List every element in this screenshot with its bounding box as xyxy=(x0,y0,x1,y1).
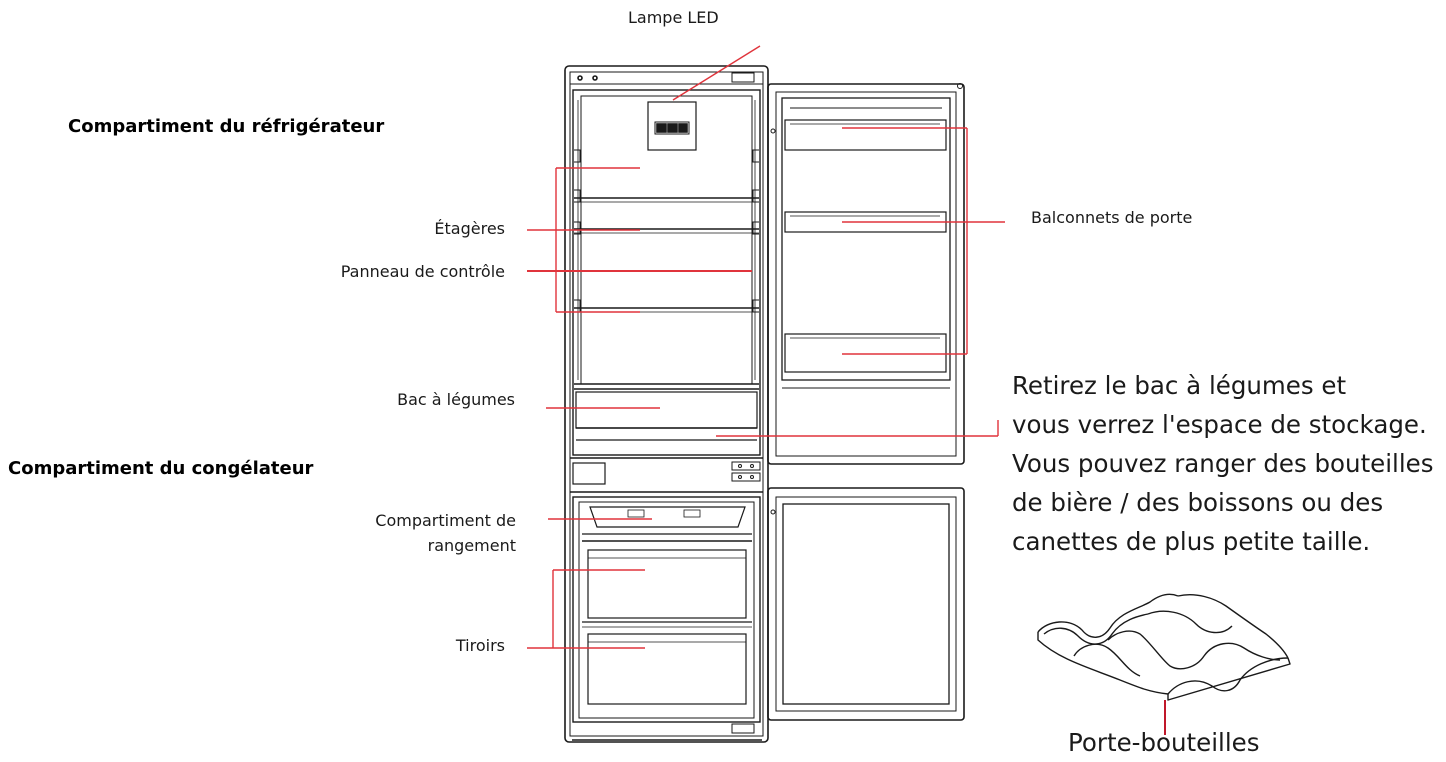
storage-note-line: Retirez le bac à légumes et xyxy=(1012,371,1347,400)
vegetable-drawer-label: Bac à légumes xyxy=(397,390,515,409)
fridge-compartment-label: Compartiment du réfrigérateur xyxy=(68,116,385,137)
door-balconies xyxy=(784,119,947,373)
storage-note-line: de bière / des boissons ou des xyxy=(1012,488,1384,517)
lower-door xyxy=(767,487,965,721)
storage-note-line: Vous pouvez ranger des bouteilles xyxy=(1012,449,1434,478)
storage-compartment-label-line2: rangement xyxy=(427,536,516,555)
drawers-label: Tiroirs xyxy=(455,636,505,655)
storage-note-line: canettes de plus petite taille. xyxy=(1012,527,1371,556)
shelves-label: Étagères xyxy=(434,219,505,238)
storage-note: Retirez le bac à légumes et vous verrez … xyxy=(1012,366,1442,561)
upper-door xyxy=(767,83,965,465)
leader-lines xyxy=(527,45,1166,735)
door-balconies-label: Balconnets de porte xyxy=(1031,208,1193,227)
bottle-holder-icon xyxy=(1037,593,1291,701)
freezer-compartment-label: Compartiment du congélateur xyxy=(8,458,314,479)
fridge-cabinet xyxy=(564,65,769,743)
hinge xyxy=(731,461,761,482)
control-panel-label: Panneau de contrôle xyxy=(340,262,505,281)
lamp-label: Lampe LED xyxy=(628,8,719,27)
vegetable-drawer xyxy=(574,383,759,441)
freezer-drawers xyxy=(582,549,752,705)
storage-compartment-label-line1: Compartiment de xyxy=(375,511,516,530)
storage-note-line: vous verrez l'espace de stockage. xyxy=(1012,410,1427,439)
fridge-shelves xyxy=(574,197,759,313)
bottle-holder-label: Porte-bouteilles xyxy=(1068,728,1260,757)
